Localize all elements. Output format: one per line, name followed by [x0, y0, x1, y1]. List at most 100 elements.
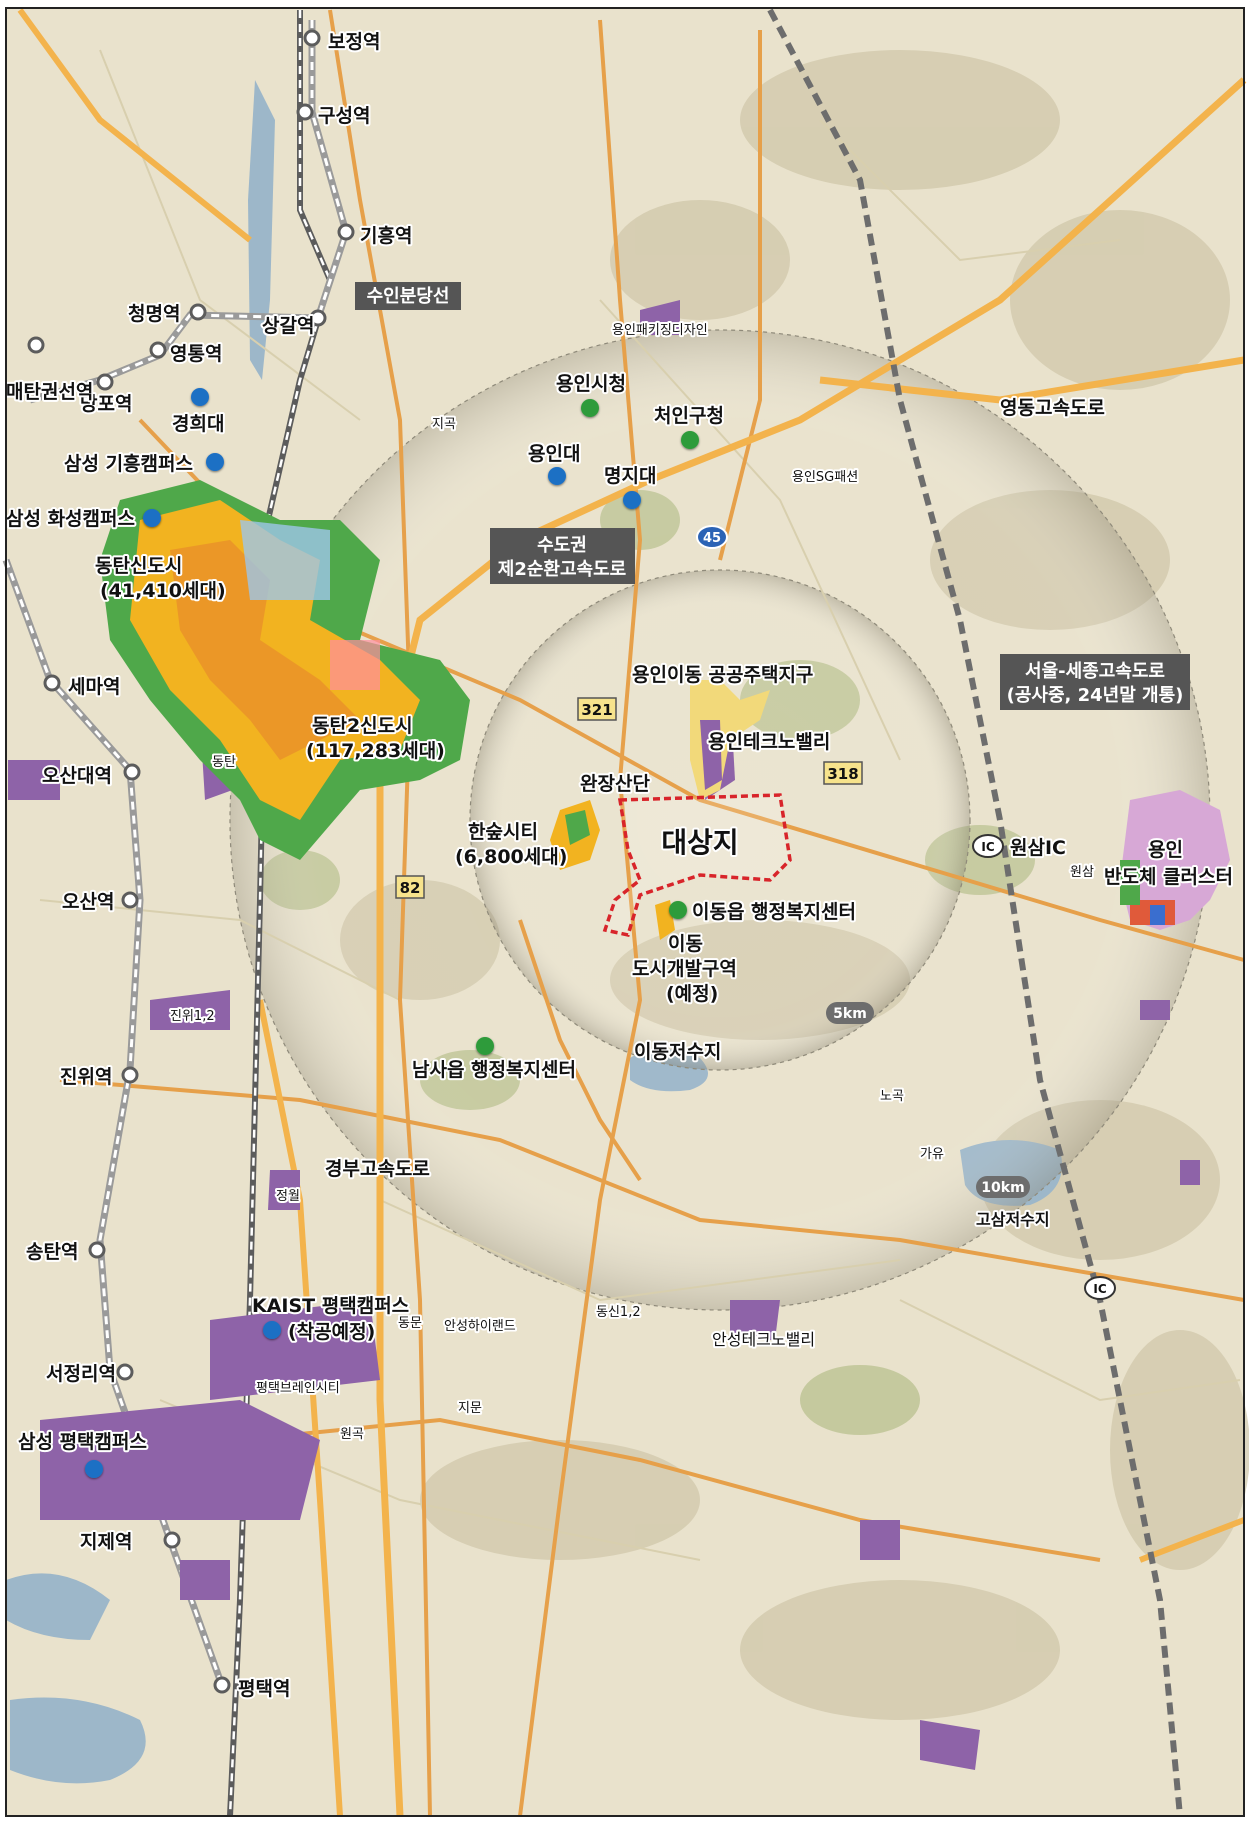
hansup-city-green	[565, 810, 590, 845]
svg-text:제2순환고속도로: 제2순환고속도로	[498, 558, 626, 580]
university-dot-samsung-pyeongtaek	[85, 1460, 103, 1478]
svg-text:IC: IC	[1093, 1282, 1106, 1296]
svg-text:318: 318	[827, 765, 858, 783]
place-label-packaging: 용인패키징디자인	[612, 323, 708, 338]
university-dot-samsung-giheung	[206, 453, 224, 471]
university-markers	[85, 388, 641, 1478]
campus-label-samsung-pyeongtaek: 삼성 평택캠퍼스	[18, 1431, 147, 1453]
admin-markers	[476, 399, 699, 1055]
station-label-sanggal: 상갈역	[262, 315, 314, 337]
university-dot-kyunghee	[191, 388, 209, 406]
campus-label-samsung-hwaseong: 삼성 화성캠퍼스	[6, 508, 135, 530]
place-label-wonsam: 원삼	[1070, 865, 1094, 880]
dev-label-anseong-valley: 안성테크노밸리	[712, 1330, 815, 1349]
station-label-giheung: 기흥역	[360, 224, 412, 247]
route-shield-82: 82	[395, 875, 425, 899]
dev-label-idong-urban-3: (예정)	[666, 983, 718, 1005]
dev-label-idong-urban: 이동	[668, 933, 703, 955]
station-label-pyeongtaek: 평택역	[238, 1678, 290, 1700]
svg-text:82: 82	[400, 879, 421, 897]
station-label-sema: 세마역	[68, 676, 120, 698]
ic-badge-wonsam: IC	[972, 834, 1004, 858]
admin-label-namsa: 남사읍 행정복지센터	[412, 1059, 576, 1081]
admin-label-idong: 이동읍 행정복지센터	[692, 901, 856, 923]
svg-text:45: 45	[703, 531, 721, 546]
station-label-maetan: 매탄권선역	[6, 381, 93, 403]
place-label-dongtan-small: 동탄	[212, 755, 236, 770]
dev-label-techno-valley: 용인테크노밸리	[708, 731, 830, 753]
campus-labels: 경희대 삼성 기흥캠퍼스 삼성 화성캠퍼스 용인대 명지대 KAIST 평택캠퍼…	[4, 411, 658, 1455]
station-label-osandae: 오산대역	[42, 765, 112, 787]
ring-5km	[469, 569, 971, 1071]
place-label-pyeongtaek-brain: 평택브레인시티	[256, 1381, 340, 1396]
university-dot-yongin	[548, 467, 566, 485]
station-label-jije: 지제역	[80, 1531, 132, 1553]
admin-labels: 용인시청 처인구청 이동읍 행정복지센터 남사읍 행정복지센터	[410, 371, 858, 1083]
campus-label-kaist-sub: (착공예정)	[288, 1321, 375, 1343]
idong-housing-area	[690, 680, 770, 800]
svg-text:IC: IC	[981, 840, 994, 854]
admin-label-cheoin: 처인구청	[654, 405, 724, 427]
place-label-dongmun: 동문	[398, 1316, 422, 1331]
place-label-jinwi: 진위1,2	[170, 1009, 215, 1024]
dev-label-hansup-sub: (6,800세대)	[455, 846, 567, 868]
development-labels: 동탄신도시 (41,410세대) 동탄2신도시 (117,283세대) 한숲시티…	[93, 553, 1235, 1351]
svg-text:321: 321	[581, 701, 612, 719]
water-label-gosam: 고삼저수지	[976, 1210, 1050, 1229]
svg-text:5km: 5km	[833, 1006, 867, 1022]
place-label-nogok: 노곡	[880, 1089, 904, 1104]
rail-line-label: 수인분당선	[355, 282, 461, 310]
place-label-anseong-hiland: 안성하이랜드	[444, 1319, 516, 1334]
svg-text:10km: 10km	[981, 1180, 1024, 1196]
admin-dot-cheoin	[681, 431, 699, 449]
dev-label-dongtan-sub: (41,410세대)	[100, 580, 226, 602]
dev-label-dongtan: 동탄신도시	[95, 555, 182, 577]
route-shield-45: 45	[696, 525, 728, 549]
admin-dot-city-hall	[581, 399, 599, 417]
campus-label-kaist: KAIST 평택캠퍼스	[252, 1295, 409, 1317]
svg-text:수인분당선: 수인분당선	[367, 286, 450, 307]
admin-dot-idong	[669, 901, 687, 919]
ic-badge-south: IC	[1084, 1276, 1116, 1300]
station-label-jinwi: 진위역	[60, 1066, 112, 1088]
dev-label-dongtan2: 동탄2신도시	[312, 715, 413, 737]
university-dot-samsung-hwaseong	[143, 509, 161, 527]
admin-label-city-hall: 용인시청	[556, 373, 626, 395]
campus-label-yongin: 용인대	[528, 443, 580, 465]
svg-text:서울-세종고속도로: 서울-세종고속도로	[1025, 661, 1165, 682]
place-label-jimun: 지문	[458, 1401, 482, 1416]
campus-label-samsung-giheung: 삼성 기흥캠퍼스	[64, 452, 193, 475]
svg-text:(공사중, 24년말 개통): (공사중, 24년말 개통)	[1007, 685, 1184, 706]
ring2-expressway-label: 수도권 제2순환고속도로	[490, 528, 635, 584]
place-label-jeongwol: 정월	[276, 1189, 300, 1204]
minor-roads	[39, 49, 1241, 1561]
admin-dot-namsa	[476, 1037, 494, 1055]
route-shield-318: 318	[823, 761, 863, 785]
seoul-sejong-expressway-line	[767, 8, 1183, 1817]
ring-label-5km: 5km	[826, 1002, 874, 1024]
road-label-yongin-sg: 용인SG패션	[792, 470, 858, 485]
university-dot-kaist	[263, 1321, 281, 1339]
station-labels: 보정역 구성역 기흥역 상갈역 청명역 영통역 망포역 매탄권선역 세마역 오산…	[4, 29, 414, 1702]
semiconductor-cluster-area	[1120, 790, 1230, 930]
campus-label-kyunghee: 경희대	[172, 413, 224, 435]
place-label-jiphgok: 지곡	[432, 417, 456, 432]
dev-label-semiconductor: 용인	[1148, 839, 1183, 861]
target-site-boundary[interactable]	[602, 793, 792, 938]
station-label-seojeongri: 서정리역	[46, 1363, 116, 1385]
university-dot-myongji	[623, 491, 641, 509]
dongtan-urban-area	[100, 480, 470, 860]
dev-label-dongtan2-sub: (117,283세대)	[306, 740, 445, 762]
station-label-bojeong: 보정역	[328, 31, 380, 53]
map-frame	[5, 7, 1245, 1817]
route-shield-321: 321	[577, 697, 617, 721]
ring-label-10km: 10km	[976, 1176, 1030, 1198]
dev-label-wanjang: 완장산단	[580, 773, 650, 795]
road-label-yeongdong: 영동고속도로	[1000, 397, 1105, 419]
dev-label-idong-housing: 용인이동 공공주택지구	[632, 664, 813, 686]
ic-label-wonsam: 원삼IC	[1010, 837, 1066, 859]
svg-text:수도권: 수도권	[537, 535, 587, 556]
station-label-yeongtong: 영통역	[170, 343, 222, 365]
